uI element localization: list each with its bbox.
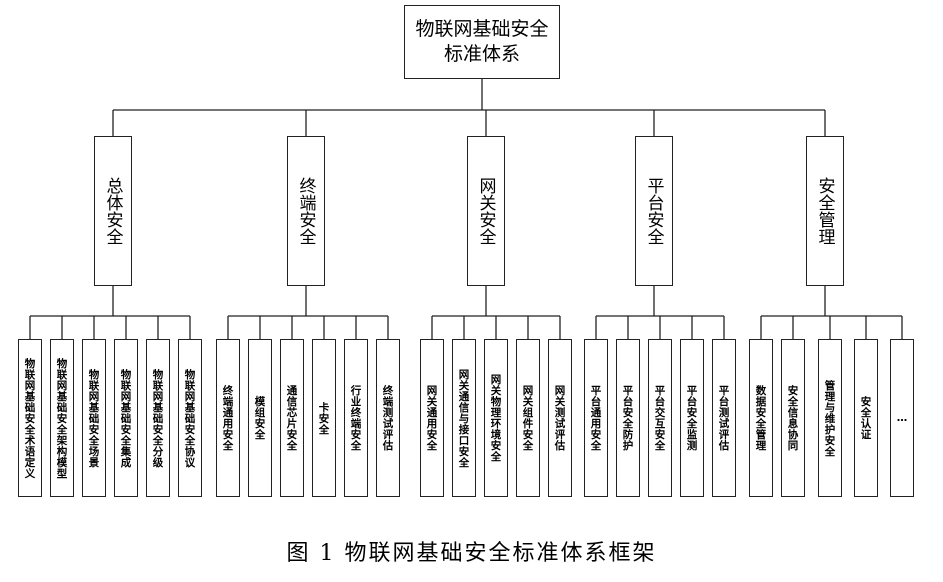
- leaf-node: …: [890, 339, 914, 497]
- leaf-label: …: [896, 411, 908, 425]
- leaf-node: 平台交互安全: [648, 339, 672, 497]
- leaf-node: 终端通用安全: [216, 339, 240, 497]
- leaf-node: 终端测试评估: [376, 339, 400, 497]
- leaf-label: 平台交互安全: [653, 385, 666, 451]
- category-gateway-security: 网关安全: [467, 136, 505, 286]
- leaf-label: 物联网基础安全架构模型: [55, 357, 68, 479]
- category-label: 总体安全: [102, 177, 123, 245]
- leaf-label: 模组安全: [253, 396, 266, 440]
- leaf-node: 行业终端安全: [344, 339, 368, 497]
- root-line-2: 标准体系: [443, 43, 520, 65]
- leaf-node: 通信芯片安全: [280, 339, 304, 497]
- leaf-label: 卡安全: [317, 401, 330, 435]
- leaf-label: 物联网基础安全术语定义: [23, 357, 36, 479]
- leaf-label: 平台安全防护: [621, 385, 634, 451]
- leaf-node: 物联网基础安全集成: [114, 339, 138, 497]
- leaf-label: 安全信息协同: [786, 385, 799, 451]
- leaf-node: 管理与维护安全: [818, 339, 842, 497]
- leaf-label: 行业终端安全: [349, 385, 362, 451]
- leaf-label: 数据安全管理: [754, 385, 767, 451]
- leaf-label: 物联网基础安全集成: [119, 368, 132, 468]
- leaf-node: 物联网基础安全场景: [82, 339, 106, 497]
- category-overall-security: 总体安全: [94, 136, 132, 286]
- leaf-label: 物联网基础安全协议: [183, 368, 196, 468]
- root-node: 物联网基础安全 标准体系: [404, 5, 560, 79]
- leaf-node: 物联网基础安全术语定义: [18, 339, 42, 497]
- leaf-node: 模组安全: [248, 339, 272, 497]
- root-line-1: 物联网基础安全: [415, 18, 549, 40]
- leaf-label: 网关测试评估: [553, 385, 566, 451]
- leaf-label: 平台通用安全: [589, 385, 602, 451]
- leaf-node: 安全信息协同: [781, 339, 805, 497]
- leaf-node: 网关组件安全: [516, 339, 540, 497]
- figure-caption: 图 1 物联网基础安全标准体系框架: [286, 541, 657, 566]
- leaf-node: 网关通信与接口安全: [452, 339, 476, 497]
- leaf-label: 物联网基础安全分级: [151, 368, 164, 468]
- leaf-node: 平台通用安全: [584, 339, 608, 497]
- leaf-label: 安全认证: [859, 396, 872, 440]
- leaf-label: 物联网基础安全场景: [87, 368, 100, 468]
- leaf-label: 通信芯片安全: [285, 385, 298, 451]
- category-platform-security: 平台安全: [635, 136, 673, 286]
- leaf-label: 网关组件安全: [521, 385, 534, 451]
- leaf-label: 终端测试评估: [381, 385, 394, 451]
- leaf-node: 卡安全: [312, 339, 336, 497]
- leaf-label: 平台安全监测: [685, 385, 698, 451]
- leaf-node: 平台安全防护: [616, 339, 640, 497]
- leaf-label: 网关通信与接口安全: [457, 368, 470, 468]
- category-terminal-security: 终端安全: [287, 136, 325, 286]
- leaf-node: 网关物理环境安全: [484, 339, 508, 497]
- leaf-node: 网关通用安全: [420, 339, 444, 497]
- category-label: 网关安全: [475, 177, 496, 245]
- leaf-label: 网关通用安全: [425, 385, 438, 451]
- leaf-node: 安全认证: [854, 339, 878, 497]
- leaf-node: 物联网基础安全协议: [178, 339, 202, 497]
- leaf-label: 平台测试评估: [717, 385, 730, 451]
- leaf-node: 平台测试评估: [712, 339, 736, 497]
- leaf-node: 物联网基础安全分级: [146, 339, 170, 497]
- leaf-label: 网关物理环境安全: [489, 374, 502, 462]
- category-label: 终端安全: [295, 177, 316, 245]
- leaf-node: 数据安全管理: [749, 339, 773, 497]
- category-label: 安全管理: [814, 177, 835, 245]
- leaf-label: 终端通用安全: [221, 385, 234, 451]
- leaf-node: 物联网基础安全架构模型: [50, 339, 74, 497]
- leaf-node: 网关测试评估: [548, 339, 572, 497]
- leaf-node: 平台安全监测: [680, 339, 704, 497]
- leaf-label: 管理与维护安全: [823, 379, 836, 457]
- category-label: 平台安全: [643, 177, 664, 245]
- category-security-management: 安全管理: [806, 136, 844, 286]
